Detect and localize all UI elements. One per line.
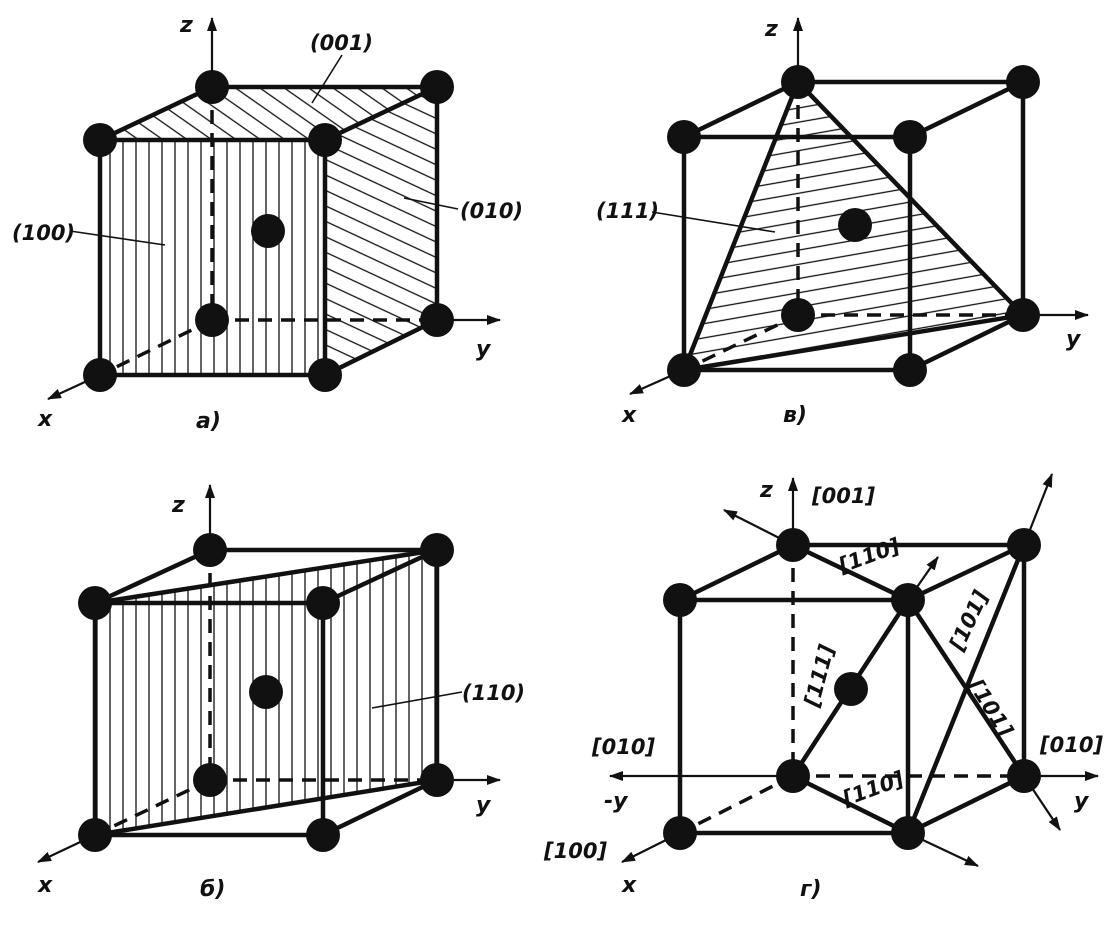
z-axis-label: z — [171, 493, 185, 518]
plane-010-face — [325, 87, 437, 375]
y-axis-label: y — [476, 793, 492, 818]
panel-g: z y -y x [001] [010] [010] [100] [110] [… — [543, 473, 1103, 902]
z-axis-label: z — [764, 17, 778, 42]
dir-110-bottom-label: [110] — [839, 766, 908, 811]
dir-110-top-label: [110] — [835, 533, 904, 578]
dir-001-label: [001] — [811, 484, 875, 508]
plane-110-label: (110) — [462, 681, 525, 705]
dir-101bar-label: [101] — [963, 674, 1017, 741]
plane-001-label: (001) — [310, 31, 373, 55]
plane-010-label: (010) — [460, 199, 523, 223]
atom — [420, 70, 454, 104]
atom — [83, 358, 117, 392]
y-axis-label: y — [1066, 327, 1082, 352]
dir-010-left-label: [010] — [591, 735, 655, 759]
panel-v-caption: в) — [783, 403, 807, 428]
atom-center — [249, 675, 283, 709]
z-axis-label: z — [759, 478, 773, 503]
atom — [420, 303, 454, 337]
atom — [308, 123, 342, 157]
x-axis-label: x — [37, 407, 53, 432]
atom — [83, 123, 117, 157]
atom — [195, 303, 229, 337]
plane-111-label: (111) — [596, 199, 659, 223]
plane-100-label: (100) — [12, 221, 75, 245]
x-axis-label: x — [37, 873, 53, 898]
panel-v: z y x (111) в) — [596, 17, 1089, 428]
x-axis-label: x — [621, 403, 637, 428]
atom-center — [838, 208, 872, 242]
dir-110-bottom-line — [790, 773, 911, 836]
x-axis-label: x — [621, 873, 637, 898]
dir-101bar-line — [905, 542, 1027, 836]
atom-center — [834, 672, 868, 706]
panel-a: z y x (001) (100) (010) а) — [12, 13, 523, 434]
dir-110-top-line — [790, 542, 911, 603]
y-axis-label: y — [476, 337, 492, 362]
dir-111-label: [111] — [799, 642, 839, 710]
neg-y-axis-label: -y — [604, 789, 629, 814]
panel-g-caption: г) — [800, 877, 822, 902]
z-axis-label: z — [179, 13, 193, 38]
dir-100-label: [100] — [543, 839, 607, 863]
atom-center — [251, 214, 285, 248]
panel-b: z y x (110) б) — [37, 484, 525, 902]
panel-a-caption: а) — [196, 409, 221, 434]
atom — [195, 70, 229, 104]
panel-b-caption: б) — [200, 877, 225, 902]
atom — [308, 358, 342, 392]
dir-010-right-label: [010] — [1039, 733, 1103, 757]
y-axis-label: y — [1074, 789, 1090, 814]
